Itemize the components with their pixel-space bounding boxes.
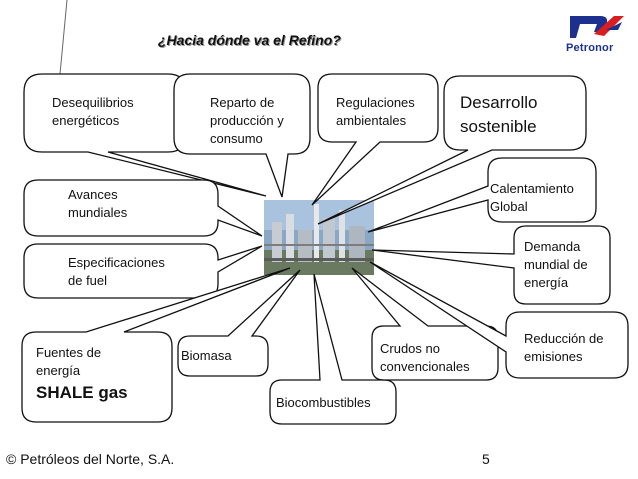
bubble-biocombustibles-text: Biocombustibles (276, 395, 371, 410)
text-line: ambientales (336, 113, 407, 128)
text-line: energía (524, 275, 569, 290)
text-line: Crudos no (380, 341, 440, 356)
page-number: 5 (482, 451, 490, 467)
bubble-regulaciones-text: Regulaciones ambientales (336, 94, 415, 130)
text-line: de fuel (68, 273, 108, 288)
text-line: Especificaciones (68, 255, 165, 270)
logo-text: Petronor (566, 42, 614, 54)
text-line: consumo (210, 131, 263, 146)
text-line: sostenible (460, 117, 537, 136)
text-line: Global (490, 199, 528, 214)
bubble-reduccion (369, 261, 629, 379)
refinery-photo (264, 200, 374, 275)
text-line: Regulaciones (336, 95, 415, 110)
bubble-demanda-text: Demanda mundial de energía (524, 238, 588, 292)
bubble-biomasa-text: Biomasa (181, 348, 232, 363)
bubble-calentamiento-text: Calentamiento Global (490, 180, 574, 216)
page-title: ¿Hacia dónde va el Refino? (158, 32, 341, 48)
petronor-logo (570, 16, 624, 38)
decorative-line (59, 0, 68, 75)
bubble-reparto (173, 73, 311, 198)
text-line: Demanda (524, 239, 581, 254)
text-line: convencionales (380, 359, 470, 374)
text-line: Desequilibrios (52, 95, 134, 110)
bubble-regulaciones (311, 73, 439, 206)
bubble-demanda (371, 225, 611, 305)
text-line: Reparto de (210, 95, 275, 110)
bubble-avances (23, 179, 263, 237)
shale-gas-label: SHALE gas (36, 383, 128, 402)
bubble-fuentes-text: Fuentes de energía SHALE gas (36, 344, 128, 402)
bubble-especificaciones (23, 243, 263, 299)
bubble-desarrollo (317, 75, 587, 225)
bubble-reparto-text: Reparto de producción y consumo (210, 94, 284, 148)
bubble-reduccion-text: Reducción de emisiones (524, 330, 604, 366)
text-line: emisiones (524, 349, 583, 364)
copyright-footer: © Petróleos del Norte, S.A. (6, 451, 175, 467)
text-line: producción y (210, 113, 284, 128)
bubble-biocombustibles (269, 273, 397, 425)
text-line: energía (36, 363, 81, 378)
text-line: Fuentes de (36, 345, 102, 360)
bubble-avances-text: Avances mundiales (68, 186, 127, 222)
bubble-calentamiento (367, 157, 597, 233)
bubble-especificaciones-text: Especificaciones de fuel (68, 254, 165, 290)
text-line: Avances (68, 187, 118, 202)
bubble-desarrollo-text: Desarrollo sostenible (460, 91, 537, 139)
text-line: energéticos (52, 113, 120, 128)
text-line: mundiales (68, 205, 128, 220)
text-line: Reducción de (524, 331, 604, 346)
text-line: mundial de (524, 257, 588, 272)
text-line: Desarrollo (460, 93, 538, 112)
bubble-biomasa (177, 269, 301, 377)
text-line: Calentamiento (490, 181, 574, 196)
bubble-desequilibrios-text: Desequilibrios energéticos (52, 94, 134, 130)
bubble-fuentes (21, 267, 291, 423)
bubble-crudos-text: Crudos no convencionales (380, 340, 470, 376)
